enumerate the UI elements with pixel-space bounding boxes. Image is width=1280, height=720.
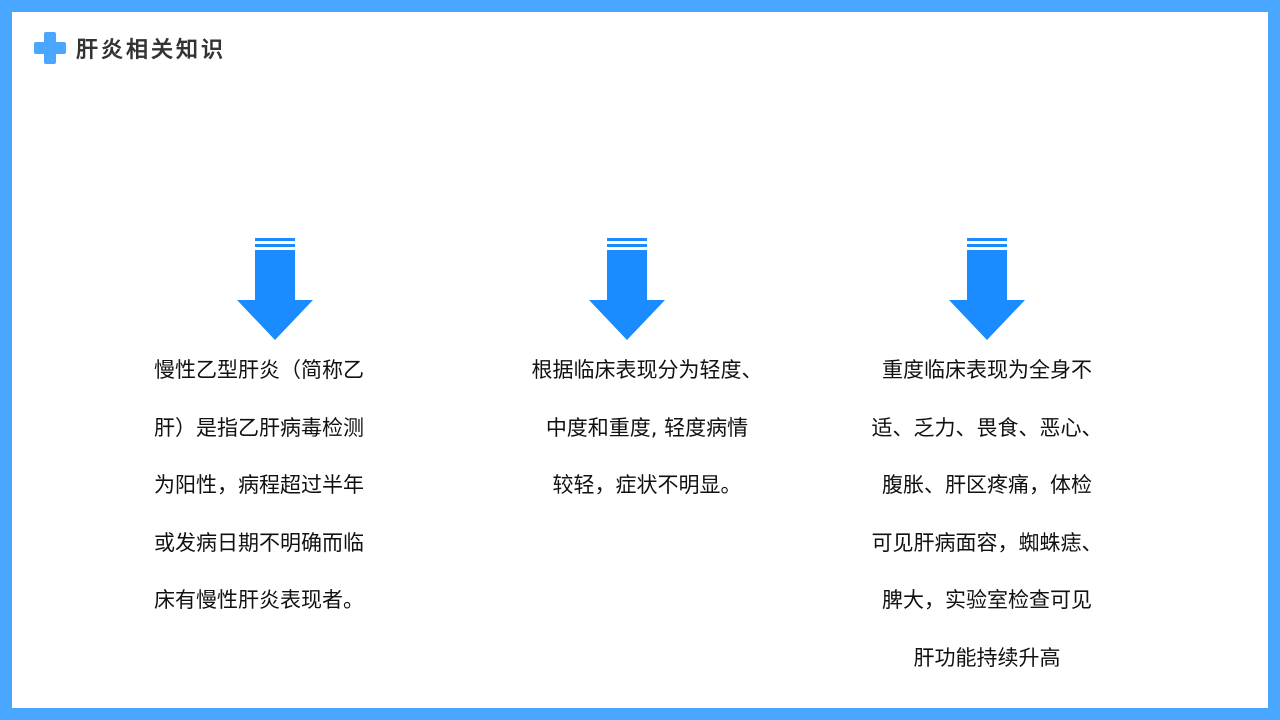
text-line: 可见肝病面容，蜘蛛痣、 xyxy=(871,530,1103,555)
header: 肝炎相关知识 xyxy=(32,30,226,66)
text-line: 适、乏力、畏食、恶心、 xyxy=(871,415,1103,440)
down-arrow-icon xyxy=(237,238,313,340)
medical-cross-icon xyxy=(34,32,66,64)
text-line: 肝功能持续升高 xyxy=(913,645,1061,670)
text-line: 脾大，实验室检查可见 xyxy=(882,588,1092,612)
text-line: 床有慢性肝炎表现者。 xyxy=(154,588,364,612)
text-line: 根据临床表现分为轻度、 xyxy=(531,358,763,382)
text-line: 重度临床表现为全身不 xyxy=(882,358,1092,382)
down-arrow-icon xyxy=(589,238,665,340)
text-column-chronic-hepatitis: 慢性乙型肝炎（简称乙 肝）是指乙肝病毒检测 为阳性，病程超过半年 或发病日期不明… xyxy=(154,342,404,630)
down-arrow-icon xyxy=(949,238,1025,340)
text-line: 慢性乙型肝炎（简称乙 xyxy=(154,358,364,382)
text-line: 腹胀、肝区疼痛，体检 xyxy=(882,473,1092,497)
text-column-severe-symptoms: 重度临床表现为全身不 适、乏力、畏食、恶心、 腹胀、肝区疼痛，体检 可见肝病面容… xyxy=(852,342,1122,687)
page-title: 肝炎相关知识 xyxy=(76,38,227,63)
text-line: 肝）是指乙肝病毒检测 xyxy=(154,415,364,440)
text-column-severity-classification: 根据临床表现分为轻度、 中度和重度, 轻度病情 较轻，症状不明显。 xyxy=(502,342,792,515)
text-line: 或发病日期不明确而临 xyxy=(154,530,364,555)
text-line: 中度和重度, 轻度病情 xyxy=(545,415,749,440)
text-line: 为阳性，病程超过半年 xyxy=(154,473,364,497)
text-line: 较轻，症状不明显。 xyxy=(552,473,742,497)
